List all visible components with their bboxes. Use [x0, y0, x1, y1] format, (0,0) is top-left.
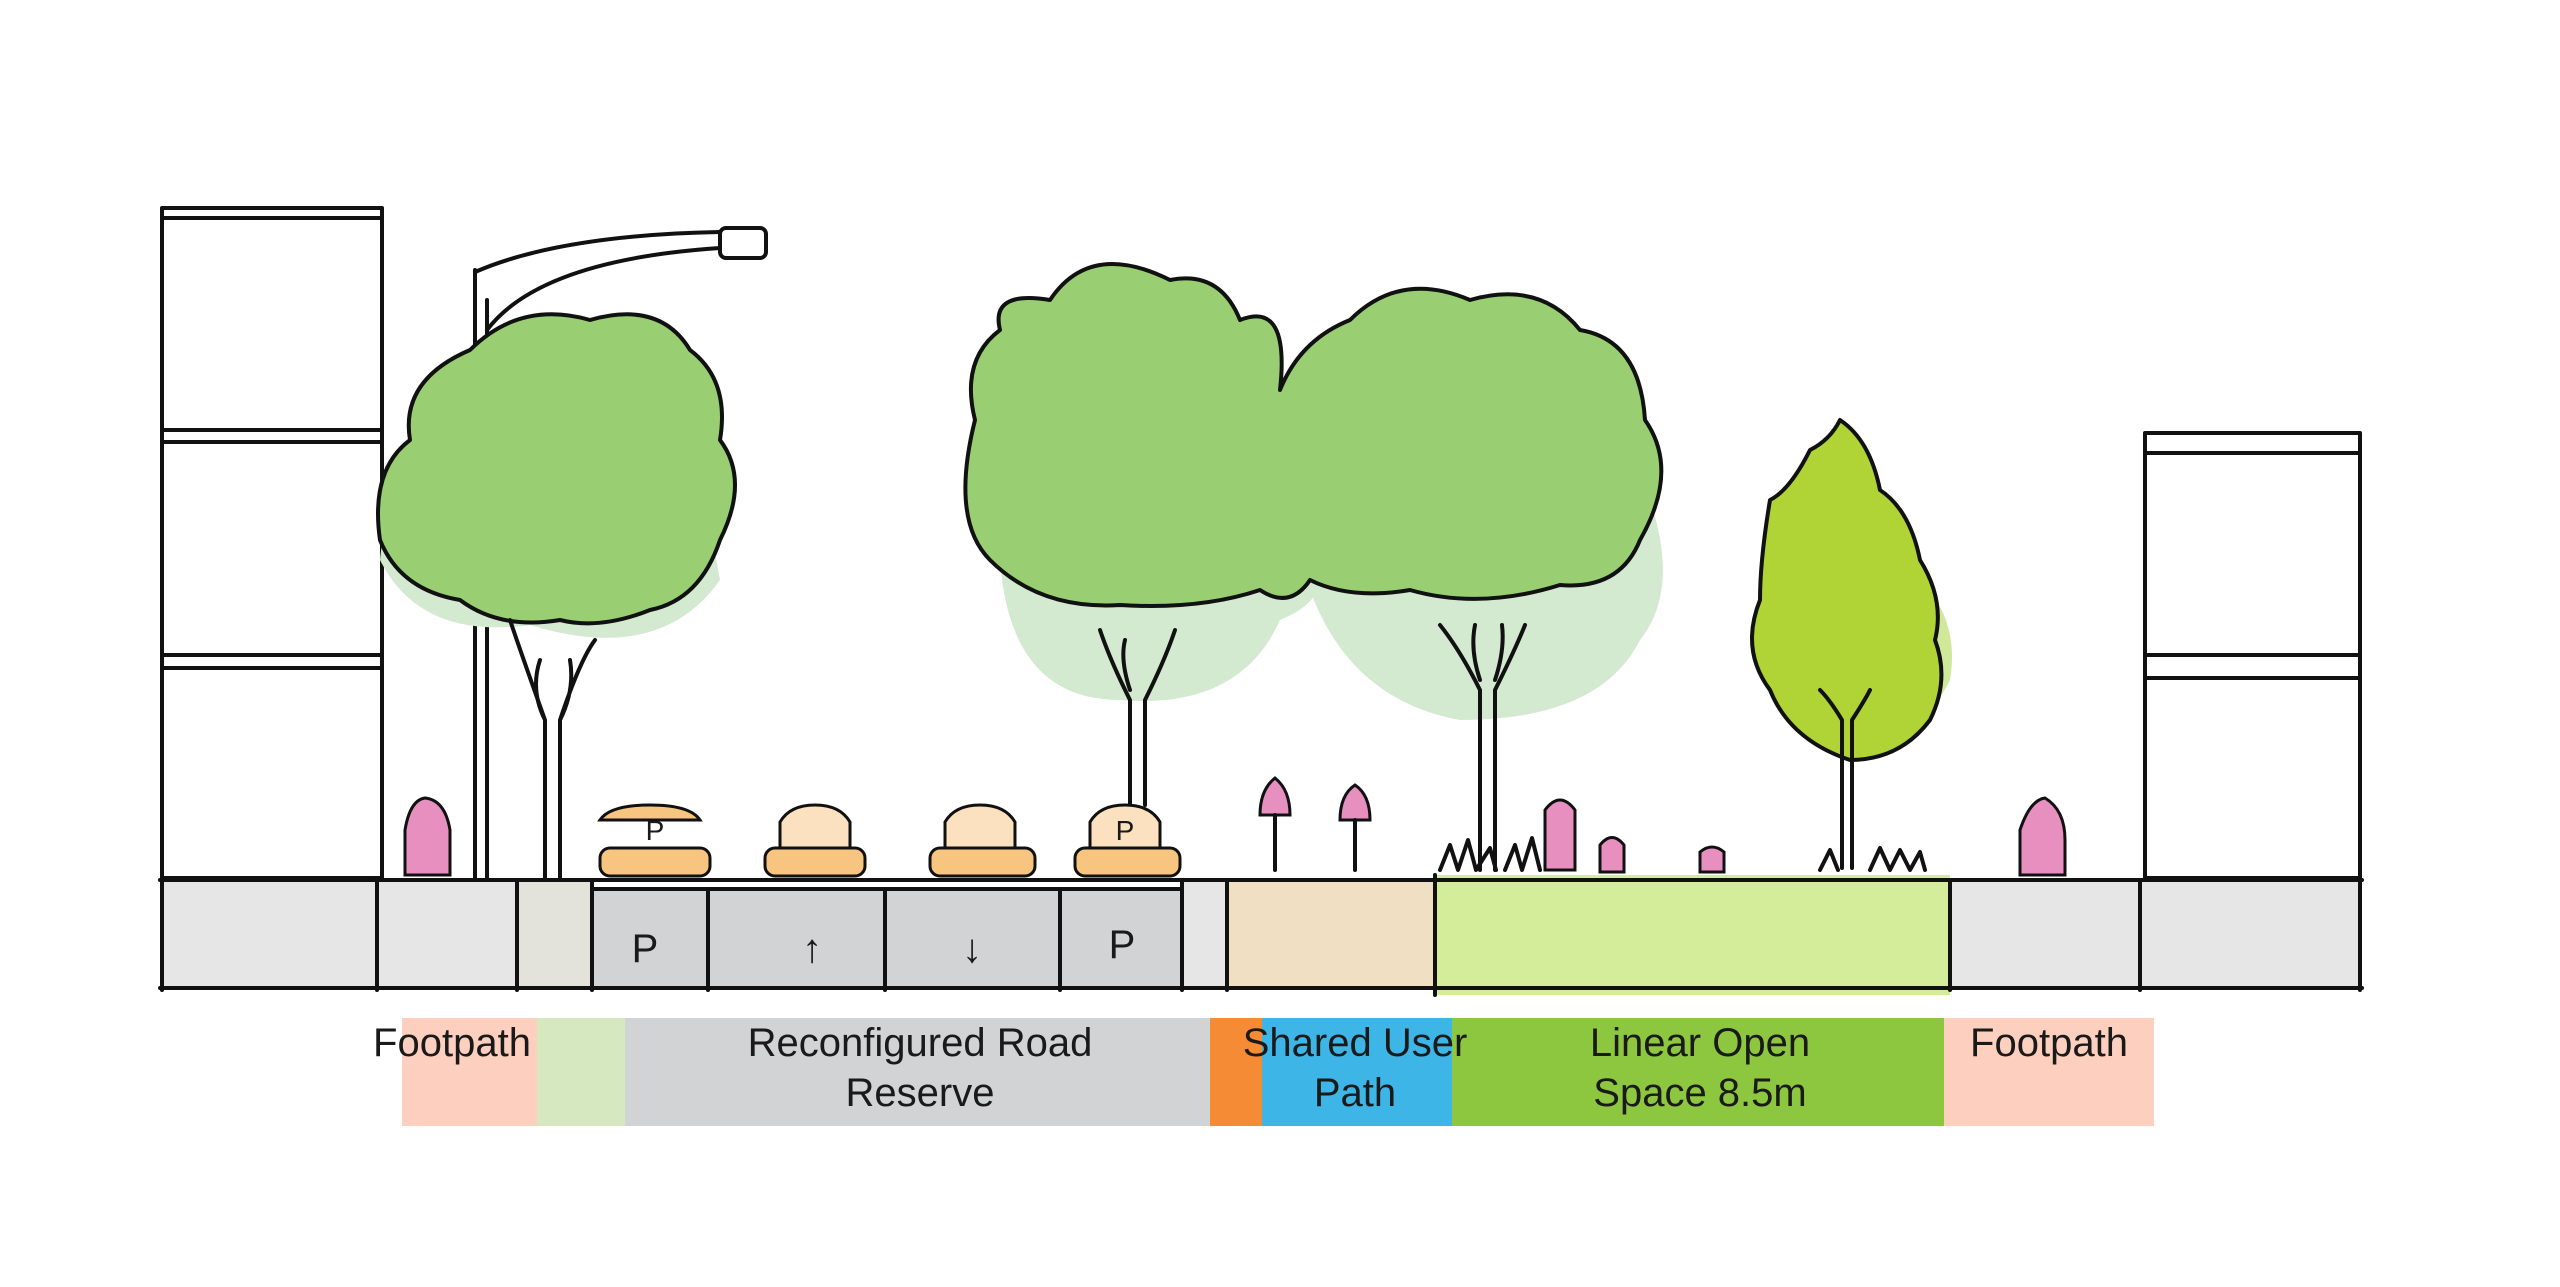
shrub-right-icon [2018, 796, 2067, 877]
lane-arrow-down-icon: ↓ [962, 927, 982, 971]
shrub-left-icon [403, 796, 452, 877]
legend-swatch-open-space [1452, 1018, 1944, 1126]
legend-swatch-footpath-right [1944, 1018, 2154, 1126]
label-footpath-right: Footpath [1970, 1021, 2128, 1065]
shrub-path-1-icon [1258, 776, 1292, 872]
legend-swatch-shared-path [1262, 1018, 1452, 1126]
legend-swatch-footpath-left [402, 1018, 537, 1126]
tree-right-icon [1750, 418, 1952, 870]
label-footpath-left: Footpath [373, 1021, 531, 1065]
label-open-space-line1: Linear Open [1590, 1021, 1810, 1065]
car-parked-left-icon: P [597, 803, 712, 878]
car-parking-badge: P [646, 815, 665, 846]
grass-tufts-icon [1438, 836, 1927, 872]
lane-parking-right: P [1109, 923, 1136, 967]
building-right [2143, 431, 2362, 880]
ground-section [158, 873, 2364, 997]
lane-arrow-up-icon: ↑ [802, 927, 822, 971]
legend-swatch-shared-path-edge [1210, 1018, 1262, 1126]
car-lane-up-icon [763, 803, 867, 878]
legend-swatch-verge [537, 1018, 625, 1126]
tree-center-icon [963, 262, 1664, 872]
label-open-space-line2: Space 8.5m [1593, 1071, 1806, 1115]
label-road-reserve-line2: Reserve [846, 1071, 995, 1115]
shrub-open-space-icon [1543, 798, 1726, 874]
car-parked-right-icon: P [1073, 803, 1182, 878]
lane-parking-left: P [632, 927, 659, 971]
car-lane-down-icon [928, 803, 1037, 878]
shrub-path-2-icon [1338, 783, 1372, 872]
legend-bar [402, 1018, 2154, 1126]
building-left [160, 206, 384, 880]
legend-swatch-road-reserve [625, 1018, 1210, 1126]
label-shared-path-line1: Shared User [1243, 1021, 1468, 1065]
label-shared-path-line2: Path [1314, 1071, 1396, 1115]
car-parking-badge-right: P [1116, 815, 1135, 846]
tree-left-icon [376, 312, 737, 880]
label-road-reserve-line1: Reconfigured Road [748, 1021, 1093, 1065]
